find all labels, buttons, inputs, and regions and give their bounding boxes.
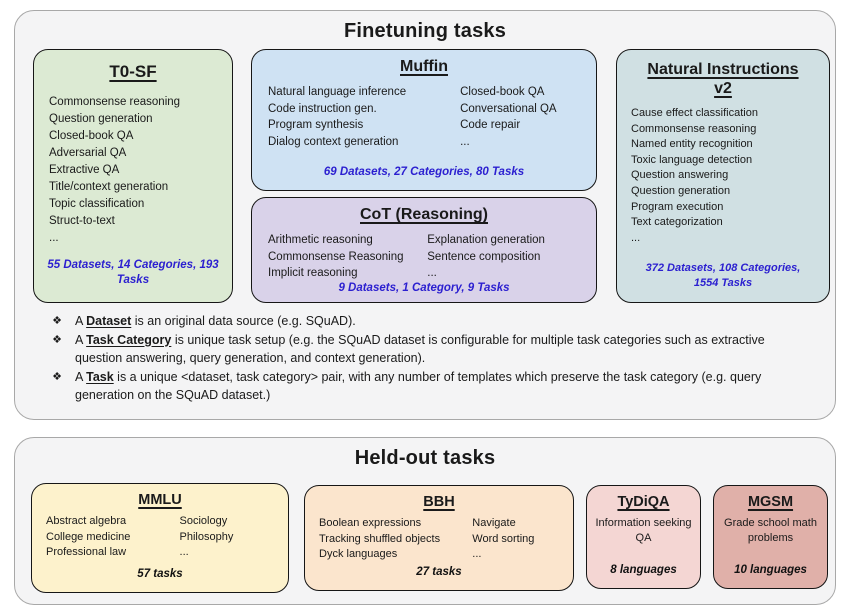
list-item: Arithmetic reasoning [268,234,373,246]
stats-badge: 57 tasks [137,568,183,580]
list-item: Topic classification [49,198,145,210]
list-item: ... [631,231,641,244]
note-task: ❖ A Task is a unique <dataset, task cate… [39,368,821,405]
list-item: ... [179,546,189,558]
box-niv2-title: Natural Instructions v2 [647,61,799,97]
list-item: Question generation [49,113,153,125]
list-item: Code repair [460,119,521,131]
box-natural-instructions-v2: Natural Instructions v2 Cause effect cla… [616,49,830,303]
list-item: Natural language inference [268,86,407,98]
list-item: Abstract algebra [46,515,127,527]
note-text: A Task Category is unique task setup (e.… [75,332,765,366]
stats-badge: 8 languages [610,564,677,576]
list-item: Philosophy [179,530,234,543]
list-item: Sentence composition [427,250,541,263]
list-item: ... [460,135,470,148]
note-text: A Dataset is an original data source (e.… [75,314,356,328]
list-item: Implicit reasoning [268,267,358,279]
list-item: Extractive QA [49,164,120,176]
stats-badge: 9 Datasets, 1 Category, 9 Tasks [338,281,510,294]
list-item: Dialog context generation [268,135,399,148]
diamond-bullet-icon: ❖ [52,315,62,327]
list-item: Adversarial QA [49,147,127,159]
box-mgsm-title: MGSM [747,494,794,510]
note-text: A Task is a unique <dataset, task catego… [75,369,762,403]
list-item: Question generation [631,184,731,197]
list-item: ... [472,548,482,560]
list-item: Tracking shuffled objects [319,532,441,545]
definition-notes: ❖ A Dataset is an original data source (… [39,312,821,405]
stats-badge: 27 tasks [416,566,462,578]
list-item: Commonsense reasoning [49,96,181,108]
list-item: Navigate [472,517,516,529]
list-item: Code instruction gen. [268,102,377,115]
list-item: Conversational QA [460,102,557,115]
list-item: College medicine [46,530,131,543]
box-t0sf-title: T0-SF [109,62,157,81]
list-item: Toxic language detection [631,153,753,166]
box-t0sf: T0-SF Commonsense reasoning Question gen… [33,49,233,303]
list-item: Explanation generation [427,234,545,246]
list-item: Sociology [179,515,228,527]
list-item: Program synthesis [268,119,364,131]
list-item: Question answering [631,169,729,182]
box-muffin-title: Muffin [400,58,448,75]
list-item: Commonsense Reasoning [268,250,404,263]
list-item: ... [49,232,59,244]
list-item: Word sorting [472,532,535,545]
list-item: Closed-book QA [460,86,545,98]
box-bbh: BBH Boolean expressions Tracking shuffle… [304,485,574,591]
list-item: Commonsense reasoning [631,122,757,135]
box-cot-title: CoT (Reasoning) [360,206,488,223]
list-item: Program execution [631,200,724,213]
diamond-bullet-icon: ❖ [52,370,62,383]
box-cot: CoT (Reasoning) Arithmetic reasoning Com… [251,197,597,303]
list-item: Text categorization [631,216,723,229]
box-muffin: Muffin Natural language inference Code i… [251,49,597,191]
list-item: Named entity recognition [631,138,753,151]
list-item: Closed-book QA [49,130,134,142]
finetuning-panel-title: Finetuning tasks [343,20,507,42]
list-item: ... [427,267,437,279]
note-dataset: ❖ A Dataset is an original data source (… [39,312,821,331]
box-mmlu-title: MMLU [138,492,182,508]
list-item: Cause effect classification [631,107,758,119]
heldout-panel: Held-out tasks MMLU Abstract algebra Col… [14,437,836,605]
diamond-bullet-icon: ❖ [52,333,62,346]
heldout-panel-title: Held-out tasks [354,447,496,469]
list-item: Title/context generation [49,181,169,193]
list-item: Struct-to-text [49,215,115,227]
box-bbh-title: BBH [423,494,455,510]
box-mgsm: MGSM Grade school math problems 10 langu… [713,485,828,589]
list-item: Dyck languages [319,548,398,560]
stats-badge: 55 Datasets, 14 Categories, 193 Tasks [47,259,219,286]
note-task-category: ❖ A Task Category is unique task setup (… [39,331,821,368]
box-description: Grade school math problems [724,517,817,544]
list-item: Professional law [46,546,127,558]
stats-badge: 69 Datasets, 27 Categories, 80 Tasks [323,166,525,178]
box-mmlu: MMLU Abstract algebra College medicine P… [31,483,289,593]
box-tydiqa-title: TyDiQA [617,494,670,510]
finetuning-panel: Finetuning tasks T0-SF Commonsense reaso… [14,10,836,420]
stats-badge: 10 languages [734,564,807,576]
stats-badge: 372 Datasets, 108 Categories, 1554 Tasks [645,262,801,289]
box-description: Information seeking QA [595,517,692,544]
list-item: Boolean expressions [319,517,422,529]
box-tydiqa: TyDiQA Information seeking QA 8 language… [586,485,701,589]
